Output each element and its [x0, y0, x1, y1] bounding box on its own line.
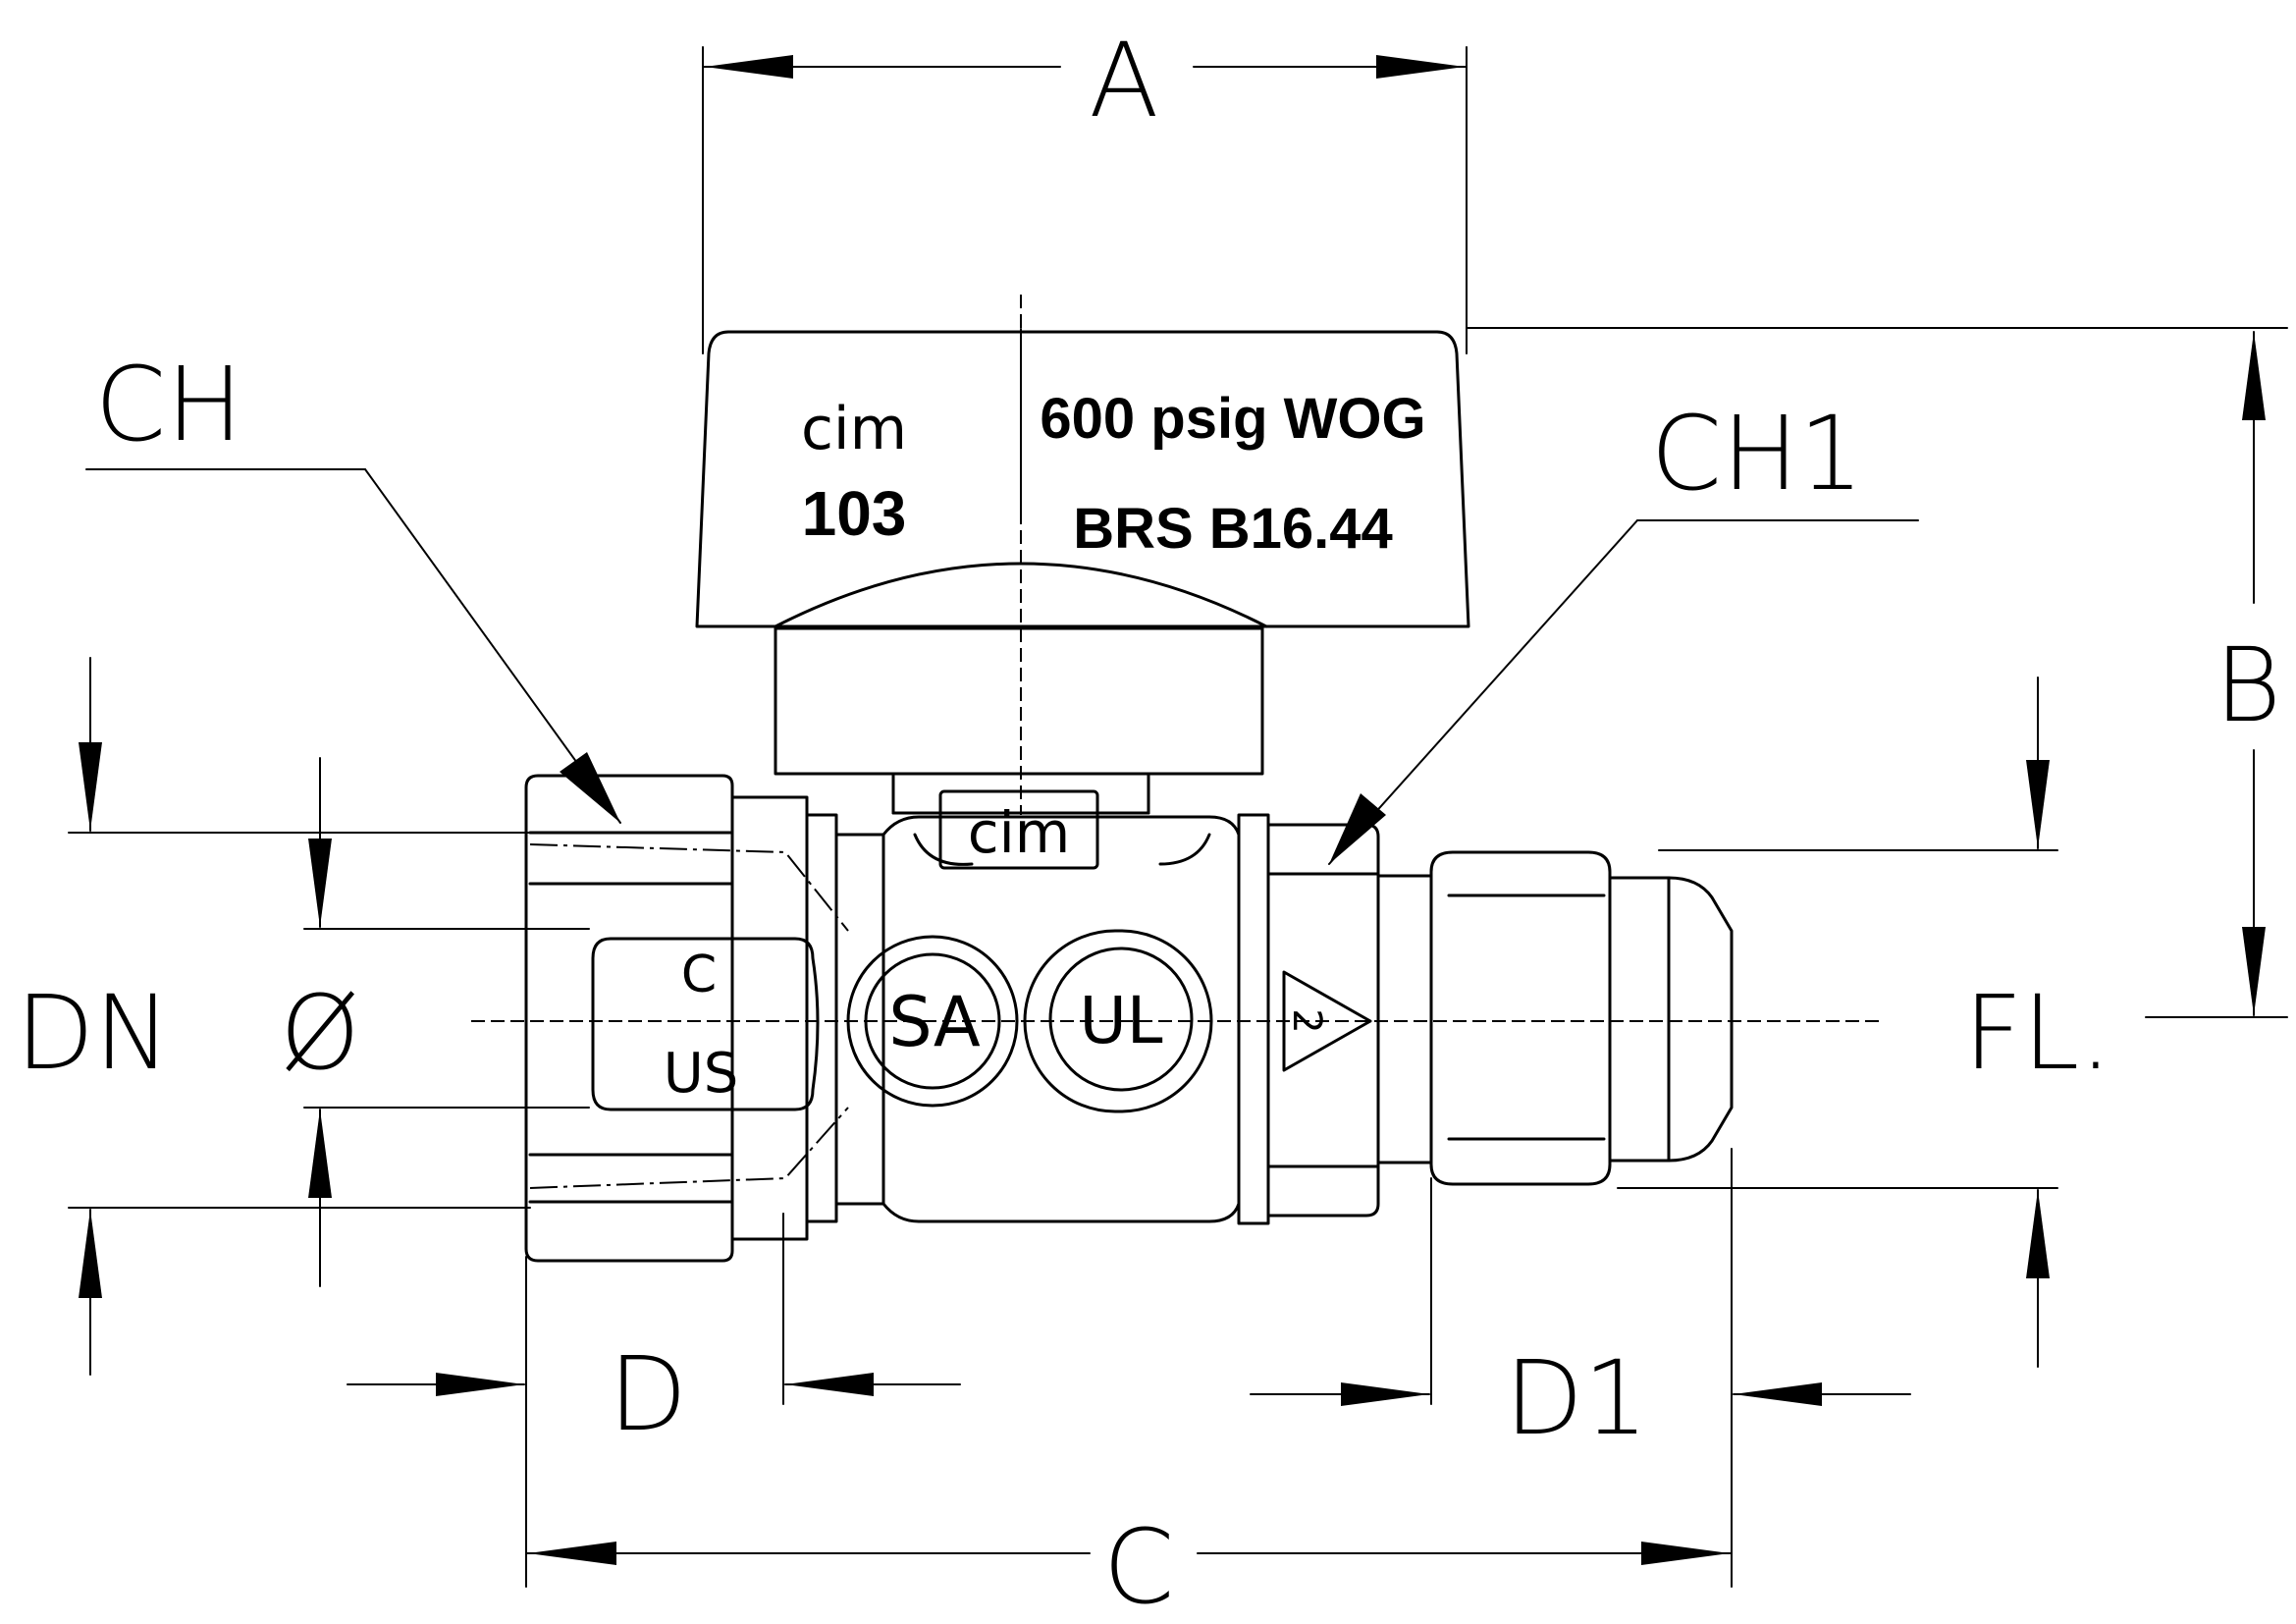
dimension-a [702, 46, 1468, 354]
dimension-d1-label: D1 [1505, 1338, 1648, 1458]
body-brand-logo: cim [968, 799, 1071, 866]
cert-us-mark: US [664, 1042, 739, 1106]
dimension-dn-label: DN [16, 973, 171, 1093]
dimension-diameter [303, 757, 590, 1287]
dimension-b-label: B [2215, 625, 2281, 745]
leader-ch1 [1328, 519, 1919, 865]
dimension-b [1466, 327, 2288, 1018]
dimension-diameter-label: Ø [280, 973, 360, 1093]
cert-plate [591, 937, 820, 1111]
cert-c-mark: C [681, 946, 717, 1004]
dimension-fl [1617, 677, 2058, 1368]
dimension-d-label: D [609, 1334, 687, 1454]
leader-ch-label: CH [95, 345, 243, 464]
dimension-dn [68, 657, 531, 1376]
dimension-c-label: C [1103, 1507, 1175, 1624]
ul-emblem [1048, 947, 1194, 1092]
handle-model-number: 103 [802, 478, 907, 549]
body-brand-plate [938, 789, 1099, 870]
leader-ch1-label: CH1 [1651, 394, 1864, 514]
valve-body [524, 774, 1734, 1263]
leader-ch [85, 468, 621, 824]
dimension-c [525, 1148, 1733, 1588]
handle-pressure-rating: 600 psig WOG [1040, 387, 1425, 451]
valve-stem [774, 626, 1264, 815]
handle-brand-logo: cim [801, 395, 907, 463]
dimension-a-label: A [1089, 21, 1158, 140]
handle-material-standard: BRS B16.44 [1073, 497, 1393, 561]
dimension-d [347, 1213, 961, 1405]
dimension-fl-label: FL. [1964, 973, 2112, 1093]
dimension-d1 [1250, 1177, 1911, 1406]
